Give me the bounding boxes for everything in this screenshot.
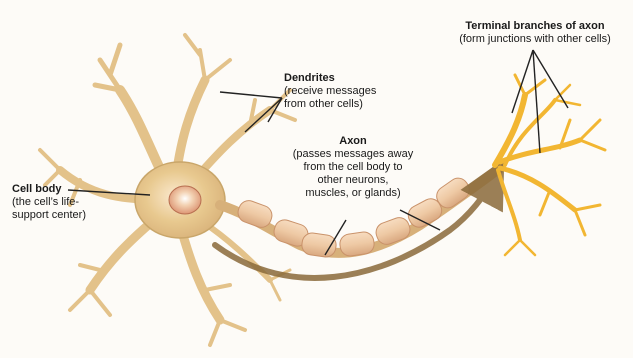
cell-body-label: Cell body (the cell’s life- support cent… bbox=[12, 183, 86, 222]
dendrites-title: Dendrites bbox=[284, 72, 376, 85]
cell-body-desc-line1: (the cell’s life- bbox=[12, 196, 86, 209]
axon-title: Axon bbox=[278, 135, 428, 148]
terminal-branches-title: Terminal branches of axon bbox=[440, 20, 630, 33]
axon-desc-line4: muscles, or glands) bbox=[278, 187, 428, 200]
cell-body-title: Cell body bbox=[12, 183, 86, 196]
axon-label: Axon (passes messages away from the cell… bbox=[278, 135, 428, 200]
dendrites-label: Dendrites (receive messages from other c… bbox=[284, 72, 376, 111]
cell-body-desc-line2: support center) bbox=[12, 209, 86, 222]
terminal-branches bbox=[495, 75, 605, 255]
axon-desc-line2: from the cell body to bbox=[278, 161, 428, 174]
dendrites-desc-line1: (receive messages bbox=[284, 85, 376, 98]
axon-desc-line1: (passes messages away bbox=[278, 148, 428, 161]
terminal-branches-desc: (form junctions with other cells) bbox=[440, 33, 630, 46]
axon-desc-line3: other neurons, bbox=[278, 174, 428, 187]
cell-body-shape bbox=[135, 162, 225, 238]
dendrites-desc-line2: from other cells) bbox=[284, 98, 376, 111]
terminal-branches-label: Terminal branches of axon (form junction… bbox=[440, 20, 630, 46]
